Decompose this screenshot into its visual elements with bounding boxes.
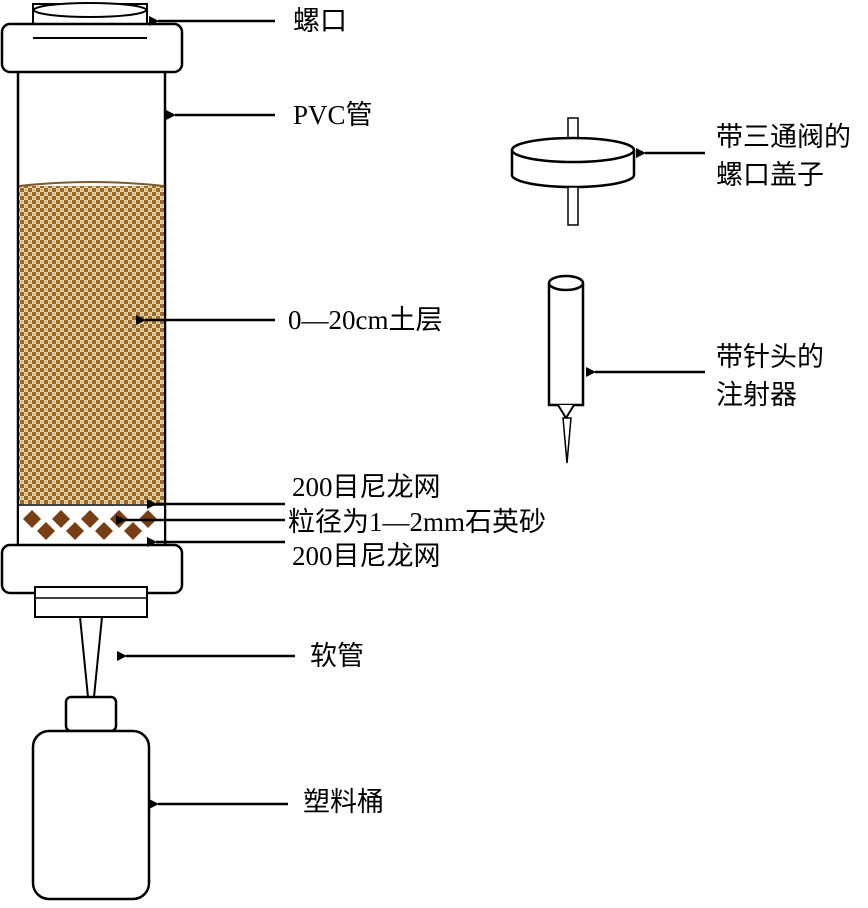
- label-nylon-mesh-bottom: 200目尼龙网: [292, 541, 441, 571]
- label-soil-layer: 0—20cm土层: [288, 305, 443, 335]
- valve-cap: [510, 117, 636, 226]
- quartz-sand-layer: [19, 506, 164, 544]
- column-bottom-cap: [0, 543, 184, 595]
- syringe: [547, 274, 585, 464]
- label-bucket: 塑料桶: [303, 787, 384, 817]
- label-syringe-line1: 带针头的: [716, 342, 824, 372]
- label-cap-line1: 带三通阀的: [716, 122, 851, 152]
- plastic-bucket: [31, 695, 151, 901]
- soil-layer-fill: [19, 186, 164, 504]
- label-pvc-tube: PVC管: [293, 100, 373, 130]
- label-hose: 软管: [310, 641, 364, 671]
- arrows: [116, 16, 705, 809]
- column-top-cap: [0, 22, 184, 74]
- hose: [79, 616, 103, 698]
- label-quartz-sand: 粒径为1—2mm石英砂: [288, 507, 547, 537]
- label-screw-mouth: 螺口: [293, 6, 347, 36]
- pvc-tube: [16, 72, 167, 555]
- soil-surface: [18, 181, 165, 187]
- label-syringe-line2: 注射器: [716, 380, 797, 410]
- column-bottom-screw-mouth: [34, 586, 148, 618]
- label-cap-line2: 螺口盖子: [716, 160, 824, 190]
- label-nylon-mesh-top: 200目尼龙网: [292, 472, 441, 502]
